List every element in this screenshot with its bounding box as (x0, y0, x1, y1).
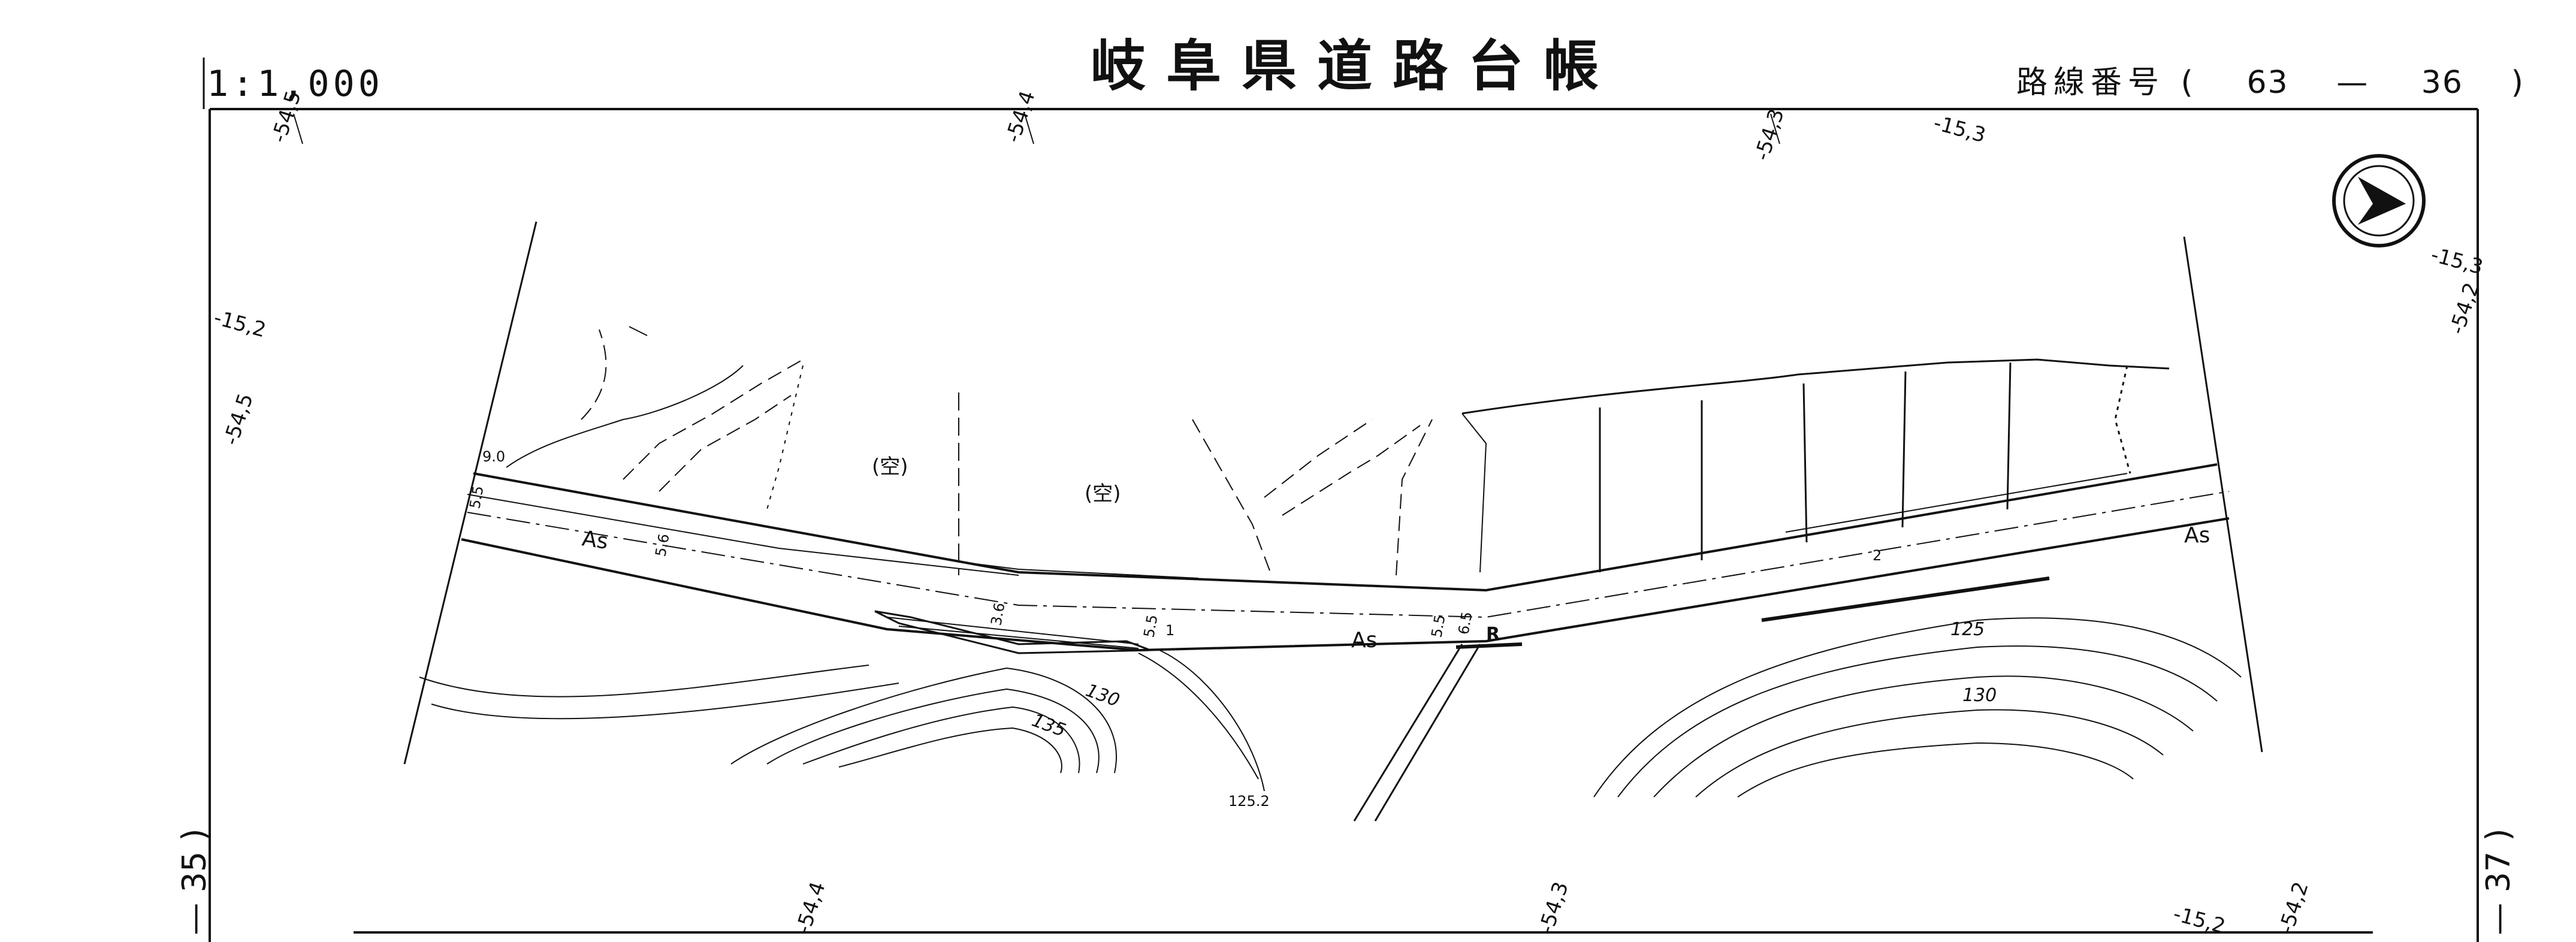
field-line-mid-3 (1264, 419, 1373, 498)
field-line-west-2 (581, 329, 607, 420)
parcel-boundary-north-east (1461, 358, 2170, 415)
width-label: 1 (1165, 622, 1174, 639)
lot-divider-4 (1901, 371, 1907, 528)
page-title: 岐阜県道路台帳 (1091, 34, 1620, 98)
field-line-mid-1 (1192, 419, 1271, 573)
survey-boundary-right (2183, 236, 2263, 753)
grid-label: -54,3 (1535, 879, 1574, 937)
grid-label: -54,5 (219, 391, 258, 448)
road-centerline (467, 491, 2230, 618)
route-label: 路線番号 (2016, 65, 2166, 101)
slope-toe (970, 563, 1199, 579)
structure-hatch (886, 617, 1139, 649)
width-label: 2 (1873, 547, 1882, 564)
field-line-west-3 (623, 359, 804, 480)
grid-label: -54,4 (792, 879, 831, 937)
contour-se-3 (1653, 675, 2194, 798)
field-tick-1 (629, 326, 648, 336)
field-line-west-1 (506, 365, 744, 468)
east-wall-line (1785, 473, 2128, 533)
grid-label: -15,2 (212, 306, 268, 342)
elevation-point-label: 125.2 (1228, 793, 1270, 810)
survey-boundary-left (403, 221, 537, 765)
route-open-paren: ( (2181, 65, 2199, 101)
contour-label: 135 (1029, 710, 1068, 741)
contour-sw-7 (1138, 653, 1259, 780)
grid-tick-1 (293, 113, 303, 144)
route-marker-r: R (1486, 624, 1500, 645)
side-road-line-2 (1353, 644, 1463, 822)
field-line-mid-2 (1282, 425, 1421, 516)
field-line-west-4 (659, 395, 792, 492)
width-label: 9.0 (482, 448, 505, 465)
width-label: 3.6 (987, 602, 1008, 627)
contour-sw-6 (838, 727, 1062, 774)
vacant-lot-label: (空) (1085, 482, 1121, 506)
parcel-east-line (2114, 365, 2131, 474)
grid-label: -54,3 (1750, 106, 1789, 164)
route-dash: — (2336, 65, 2374, 101)
route-sheet-number: 36 (2421, 65, 2463, 101)
road-edge-north (473, 463, 2218, 592)
contour-sw-5 (802, 706, 1080, 774)
contour-sw-1 (419, 665, 869, 698)
contour-se-5 (1737, 742, 2134, 798)
contour-sw-4 (766, 688, 1100, 774)
se-retaining-wall (1761, 576, 2050, 622)
width-label: 5.5 (1428, 614, 1448, 639)
grid-tick-2 (1024, 113, 1034, 144)
vacant-lot-label: (空) (872, 455, 908, 479)
contour-se-4 (1695, 709, 2164, 798)
road-edge-north-inner (467, 494, 1019, 576)
lot-divider-3 (1802, 383, 1808, 543)
field-line-mid-4 (1396, 419, 1433, 576)
side-road-marker (1455, 642, 1523, 649)
north-arrow-icon (2332, 154, 2426, 247)
side-road-line-1 (1374, 644, 1481, 822)
contour-sw-2 (431, 683, 899, 720)
width-label: 5.6 (652, 533, 672, 558)
grid-label: -54,2 (2275, 879, 2314, 937)
contour-se-2 (1617, 645, 2218, 798)
contour-label: 130 (1962, 685, 1997, 706)
map-scale: 1:1,000 (207, 63, 383, 105)
field-line-west-5 (766, 365, 804, 510)
route-close-paren: ) (2511, 65, 2529, 101)
contour-sw-8 (1159, 650, 1265, 792)
road-surface-label: As (581, 526, 610, 554)
road-surface-label: As (1351, 628, 1377, 653)
road-surface-label: As (2184, 523, 2210, 548)
width-label: 5.5 (466, 485, 487, 510)
contour-label: 130 (1083, 680, 1122, 711)
width-label: 6.5 (1455, 611, 1475, 636)
grid-tick-3 (1770, 113, 1780, 144)
contour-label: 125 (1950, 619, 1985, 640)
width-label: 5.5 (1140, 614, 1161, 639)
contour-sw-3 (730, 667, 1118, 774)
route-number: 63 (2246, 65, 2289, 101)
grid-label: -15,3 (1931, 111, 1988, 147)
parcel-corner (1461, 413, 1487, 573)
lot-divider-5 (2006, 362, 2012, 510)
grid-label: -54,4 (1001, 88, 1040, 146)
route-number-block: 路線番号 ( 63 — 36 ) (2016, 67, 2529, 98)
contour-se-1 (1593, 617, 2242, 798)
